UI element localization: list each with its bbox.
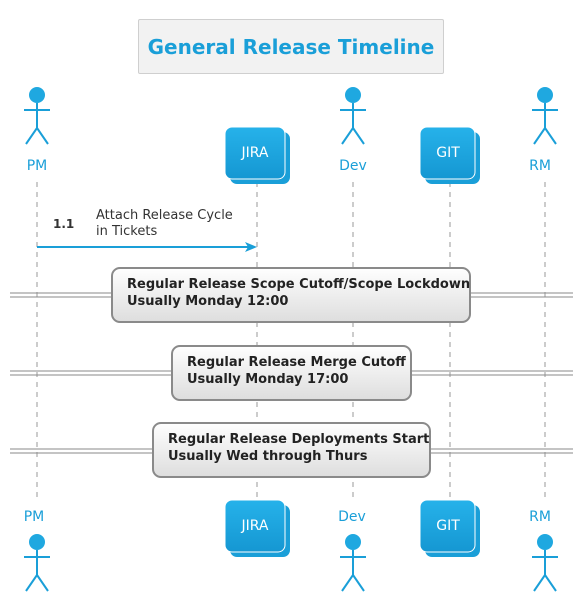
message-text-line: Attach Release Cycle (96, 208, 233, 223)
participant-label-git-bottom: GIT (436, 518, 460, 534)
actor-pm-top (24, 87, 50, 145)
git-box-bottom (419, 499, 480, 557)
actor-pm-bottom (24, 534, 50, 592)
actor-rm-top (532, 87, 558, 145)
message-text-line: in Tickets (96, 224, 158, 239)
jira-box-bottom (224, 499, 290, 557)
jira-box-top (224, 126, 290, 184)
message-arrow (37, 242, 257, 252)
participant-label-rm-bottom: RM (529, 509, 551, 525)
actor-rm-bottom (532, 534, 558, 592)
message-text: Attach Release Cycle in Tickets (96, 208, 233, 240)
participant-label-jira-top: JIRA (241, 145, 269, 161)
actor-dev-bottom (340, 534, 366, 592)
divider-line-text: Regular Release Deployments Start (168, 432, 430, 447)
divider-line-text: Regular Release Scope Cutoff/Scope Lockd… (127, 277, 471, 292)
participant-label-dev-top: Dev (339, 158, 367, 174)
participant-label-pm-top: PM (26, 158, 48, 174)
participant-label-pm-bottom: PM (23, 509, 45, 525)
git-box-top (419, 126, 480, 184)
divider-scope-cutoff: Regular Release Scope Cutoff/Scope Lockd… (111, 267, 471, 323)
divider-merge-cutoff: Regular Release Merge Cutoff Usually Mon… (171, 345, 412, 401)
divider-line-text: Usually Monday 17:00 (187, 372, 349, 387)
message-number: 1.1 (53, 217, 75, 231)
diagram-title: General Release Timeline (138, 19, 444, 74)
participant-label-git-top: GIT (436, 145, 460, 161)
divider-deployments-start: Regular Release Deployments Start Usuall… (152, 422, 431, 478)
divider-line-text: Regular Release Merge Cutoff (187, 355, 406, 370)
participant-label-jira-bottom: JIRA (241, 518, 269, 534)
participant-label-dev-bottom: Dev (338, 509, 366, 525)
divider-line-text: Usually Wed through Thurs (168, 449, 368, 464)
divider-line-text: Usually Monday 12:00 (127, 294, 289, 309)
participant-label-rm-top: RM (529, 158, 551, 174)
actor-dev-top (340, 87, 366, 145)
